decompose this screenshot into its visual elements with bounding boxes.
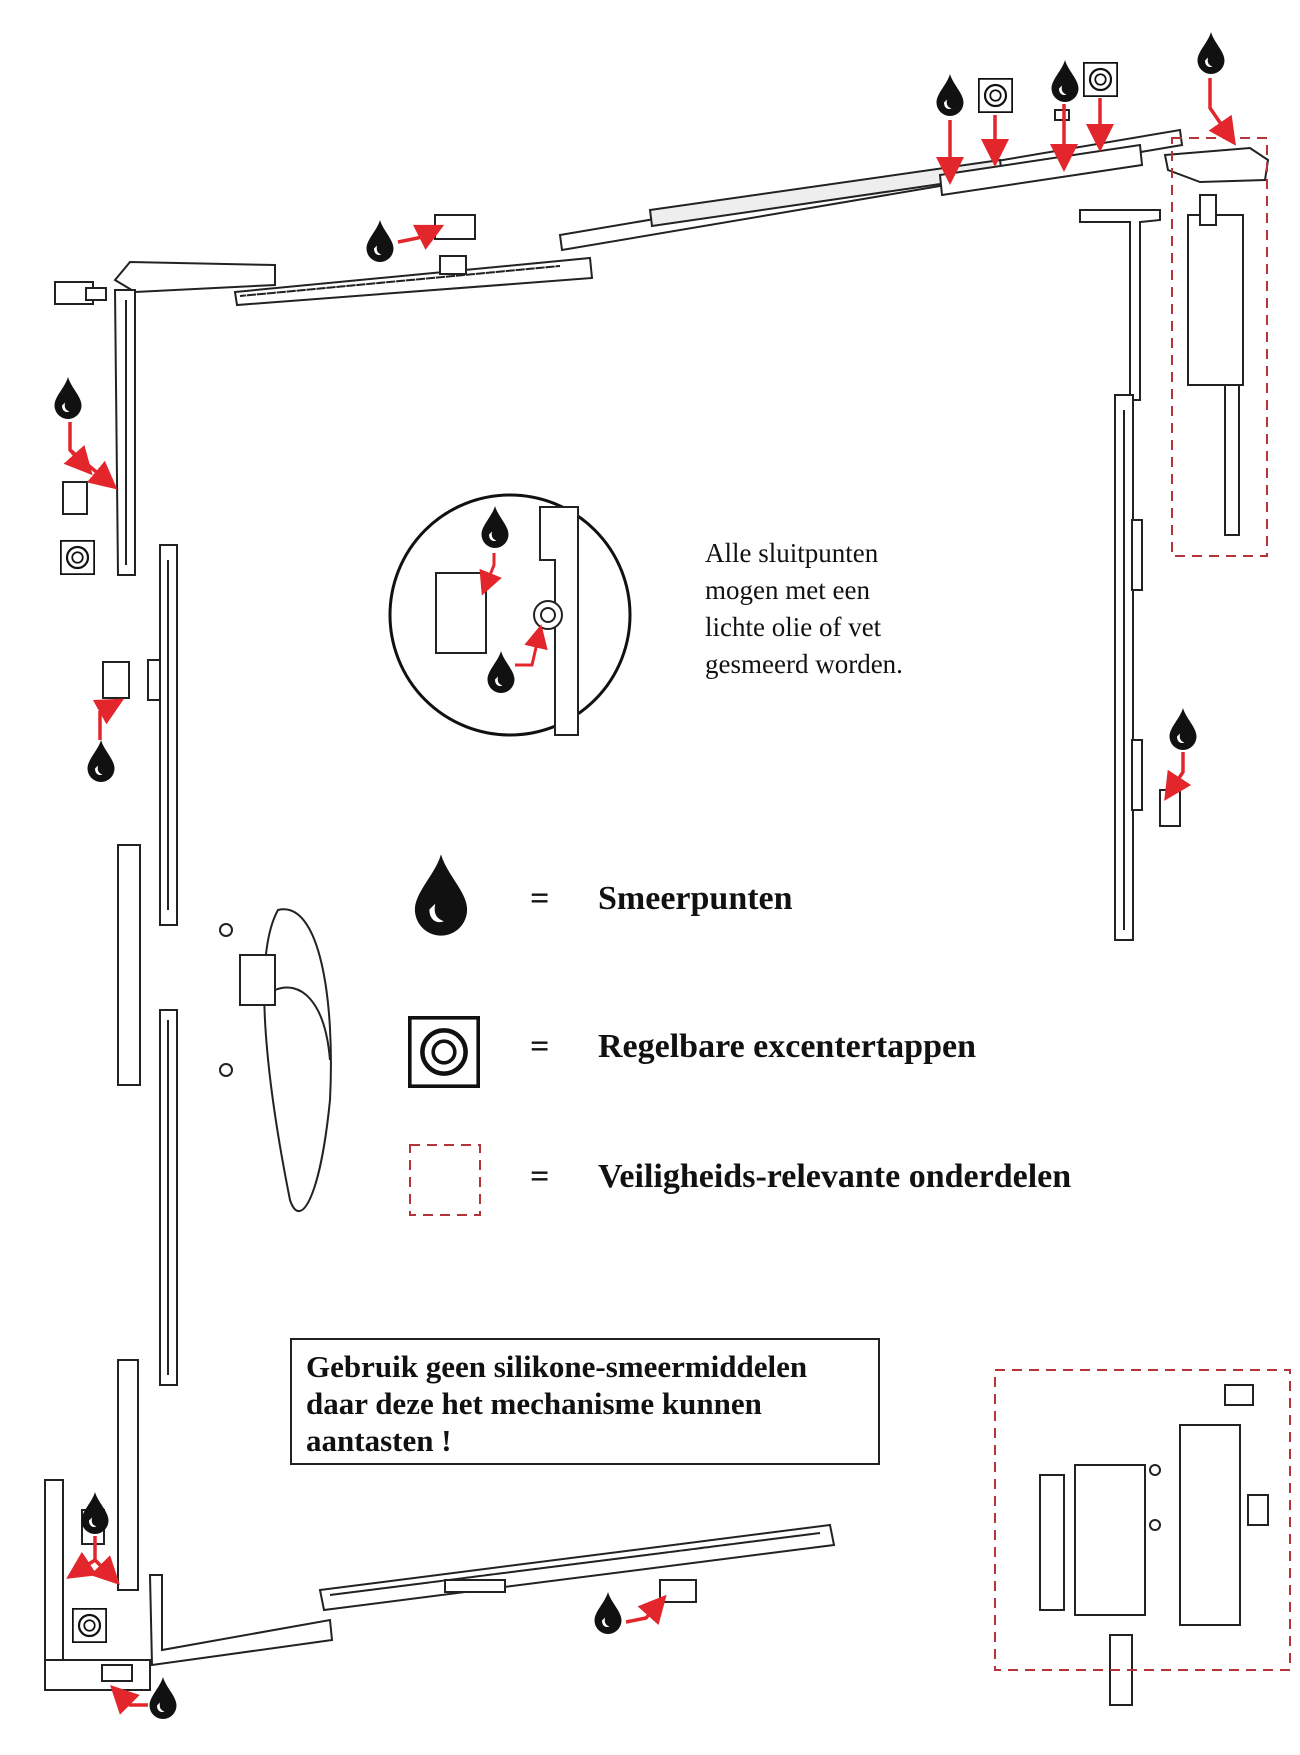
eccentric-pin-icon xyxy=(410,1018,478,1086)
note-line: Alle sluitpunten xyxy=(705,538,879,568)
lubrication-note: Alle sluitpunten mogen met een lichte ol… xyxy=(705,535,1025,683)
legend-equals-1: = xyxy=(530,880,550,917)
dashed-box-icon xyxy=(409,1144,481,1216)
legend-equals-3: = xyxy=(530,1158,550,1195)
legend-label-lubrication: Smeerpunten xyxy=(598,880,793,917)
frame-parts xyxy=(44,109,1270,1706)
warning-line: Gebruik geen silikone-smeermiddelen xyxy=(306,1349,808,1384)
legend-equals-2: = xyxy=(530,1028,550,1065)
note-line: lichte olie of vet xyxy=(705,612,882,642)
magnifier-detail xyxy=(388,493,632,737)
warning-box: Gebruik geen silikone-smeermiddelen daar… xyxy=(290,1338,880,1465)
safety-box-top-hinge xyxy=(1171,137,1268,557)
lubrication-arrows xyxy=(63,78,1236,1715)
legend-label-eccentric: Regelbare excentertappen xyxy=(598,1028,976,1065)
note-line: mogen met een xyxy=(705,575,870,605)
drop-icon xyxy=(414,854,468,936)
note-line: gesmeerd worden. xyxy=(705,649,903,679)
legend-label-safety: Veiligheids-relevante onderdelen xyxy=(598,1158,1072,1195)
warning-line: daar deze het mechanisme kunnen xyxy=(306,1386,762,1421)
warning-line: aantasten ! xyxy=(306,1423,452,1458)
safety-box-hinge-kit xyxy=(994,1369,1291,1671)
